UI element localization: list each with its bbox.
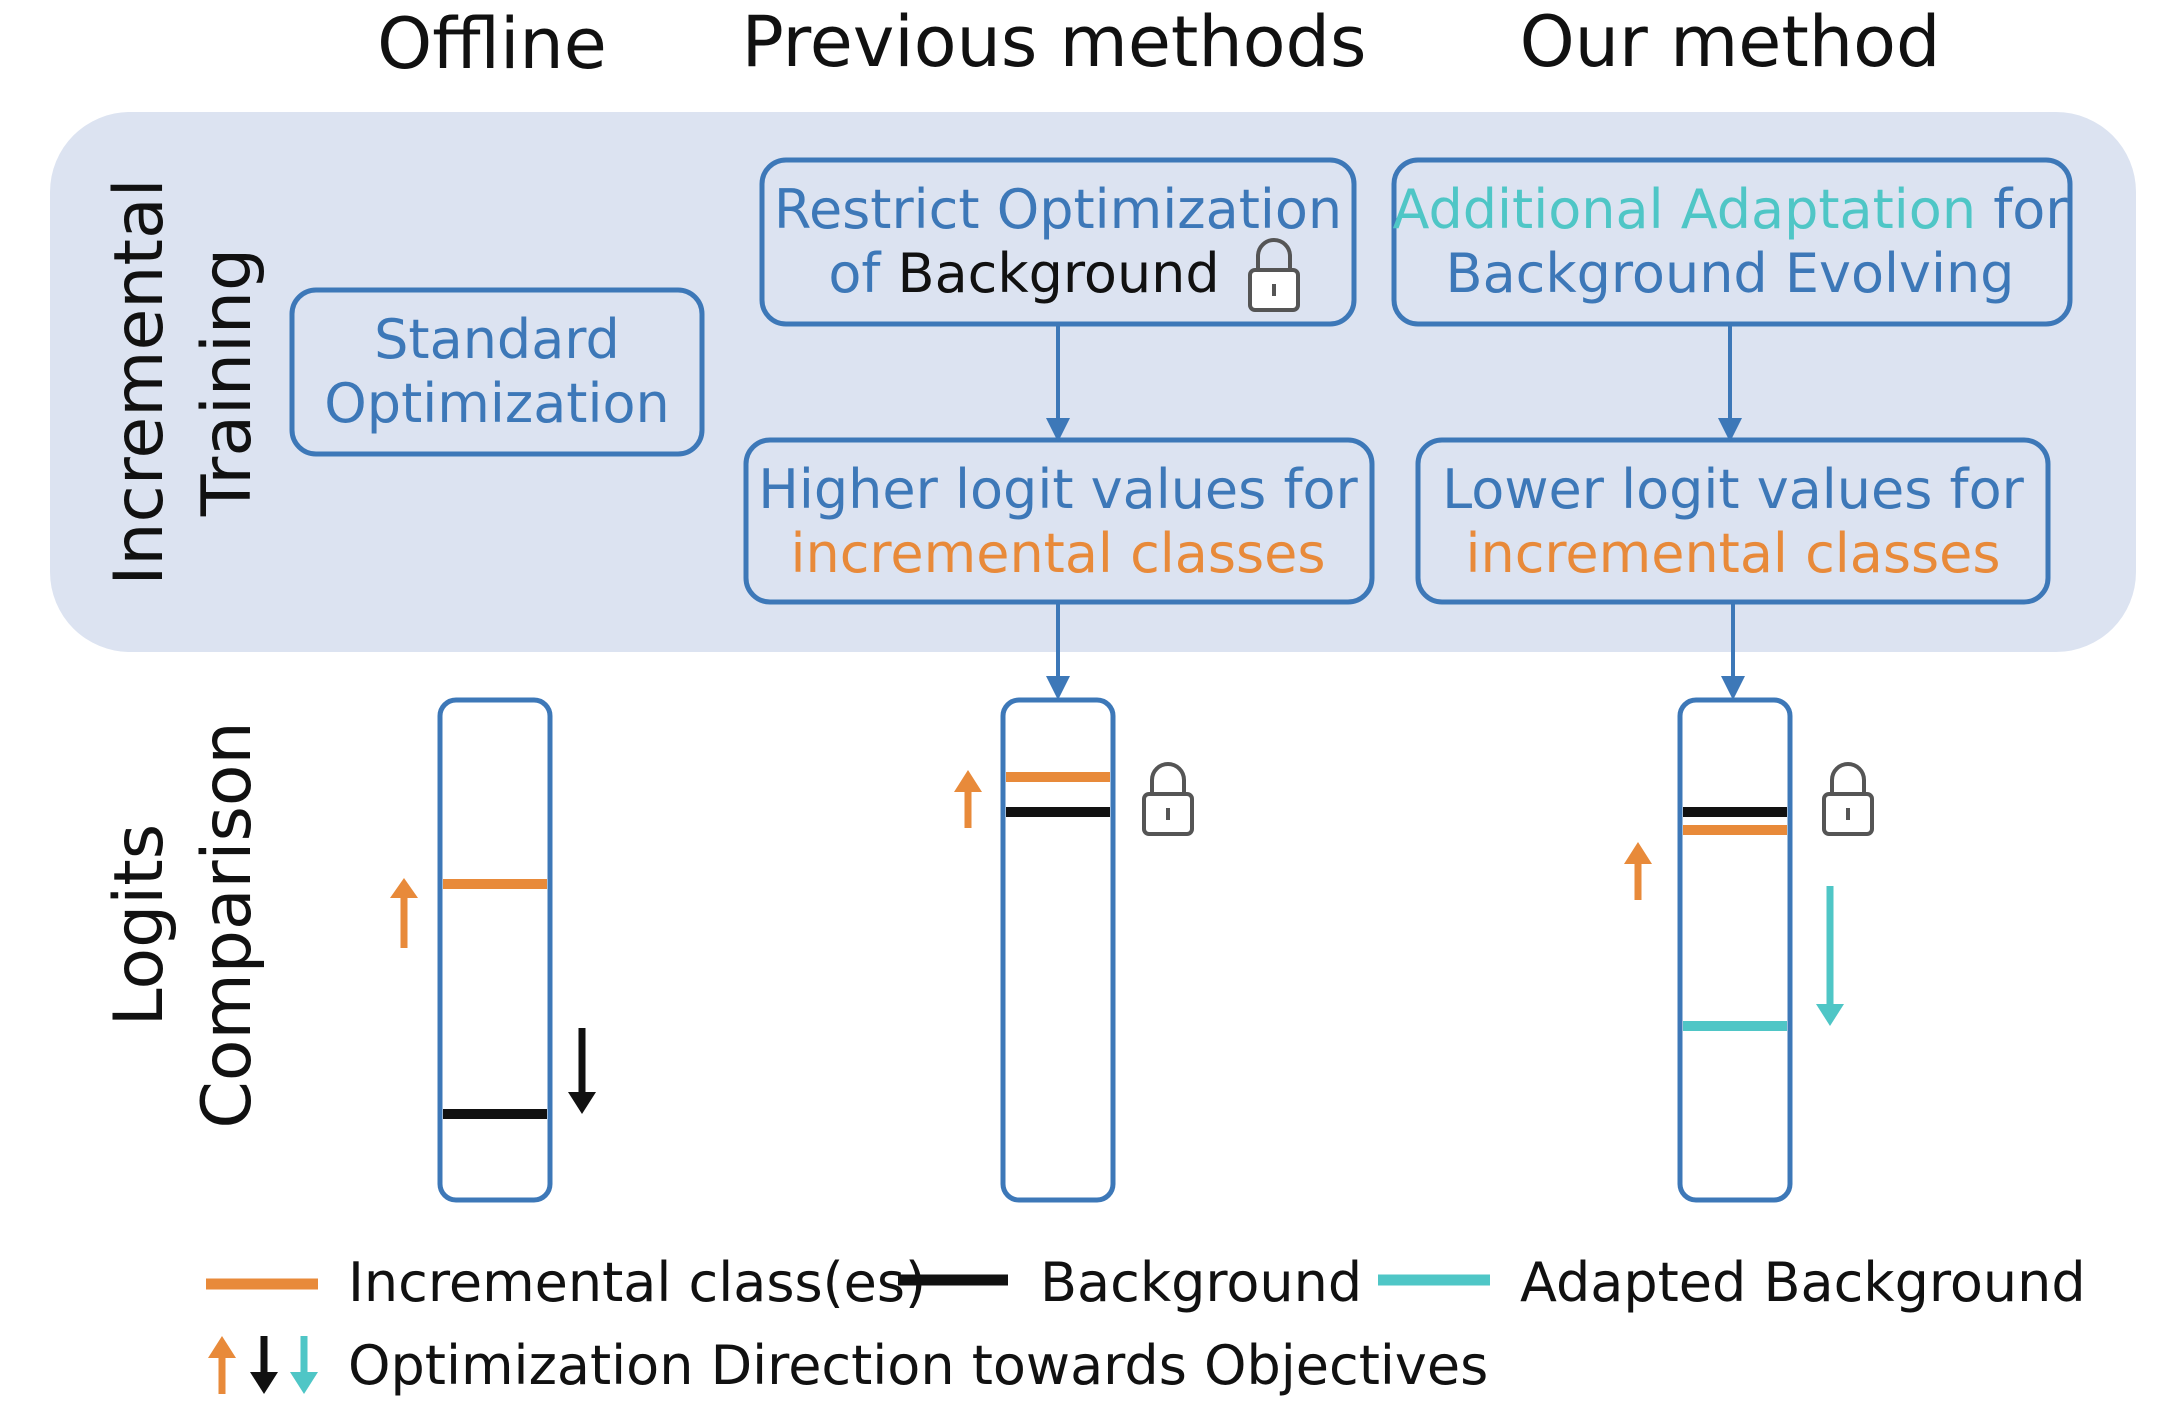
arrow-up-icon	[390, 878, 418, 948]
arrow-up-icon	[208, 1336, 236, 1394]
legend-label-incremental: Incremental class(es)	[348, 1251, 926, 1314]
box-adaptation-line1-highlight: Additional Adaptation	[1392, 178, 1976, 241]
row-label-incremental-training: Incremental Training	[100, 178, 267, 585]
box-adaptation-line1: Additional Adaptation for	[1392, 178, 2068, 241]
row-label-training-line2: Training	[188, 248, 267, 517]
row-label-logits-line2: Comparison	[188, 721, 267, 1128]
legend-label-adapted: Adapted Background	[1520, 1251, 2086, 1314]
arrow-up-icon	[954, 770, 982, 828]
box-adaptation-line2: Background Evolving	[1446, 242, 2015, 305]
logit-bar-previous	[1000, 697, 1116, 1203]
box-standard-optimization	[289, 287, 705, 457]
box-standard-line1: Standard	[374, 308, 620, 371]
logit-bar-offline	[437, 697, 553, 1203]
column-heading-offline: Offline	[377, 3, 607, 85]
row-label-logits-comparison: Logits Comparison	[100, 721, 267, 1128]
box-restrict-optimization	[759, 157, 1357, 327]
box-restrict-line2: of Background	[828, 242, 1219, 305]
box-higher-line2: incremental classes	[790, 522, 1325, 585]
logit-bar-ours	[1677, 697, 1793, 1203]
box-lower-line1: Lower logit values for	[1442, 458, 2024, 521]
row-label-logits-line1: Logits	[100, 824, 179, 1026]
box-adaptation-line1-suffix: for	[1976, 178, 2068, 241]
lock-icon	[1142, 762, 1194, 836]
box-standard-line2: Optimization	[324, 372, 669, 435]
lock-icon	[1822, 762, 1874, 836]
arrow-down-icon	[290, 1336, 318, 1394]
box-higher-line1: Higher logit values for	[758, 458, 1358, 521]
box-restrict-line1: Restrict Optimization	[774, 178, 1342, 241]
arrow-down-icon	[250, 1336, 278, 1394]
legend-label-background: Background	[1040, 1251, 1362, 1314]
column-heading-ours: Our method	[1520, 1, 1941, 83]
arrow-down-icon	[568, 1028, 596, 1114]
legend-label-direction: Optimization Direction towards Objective…	[348, 1334, 1488, 1397]
column-heading-previous: Previous methods	[742, 1, 1367, 83]
box-additional-adaptation	[1391, 157, 2073, 327]
box-lower-line2: incremental classes	[1465, 522, 2000, 585]
arrow-up-icon	[1624, 842, 1652, 900]
row-label-training-line1: Incremental	[100, 178, 179, 585]
box-restrict-line2-prefix: of	[828, 242, 897, 305]
arrow-down-icon	[1816, 886, 1844, 1026]
incremental-training-panel	[50, 112, 2136, 652]
box-restrict-line2-background: Background	[898, 242, 1220, 305]
